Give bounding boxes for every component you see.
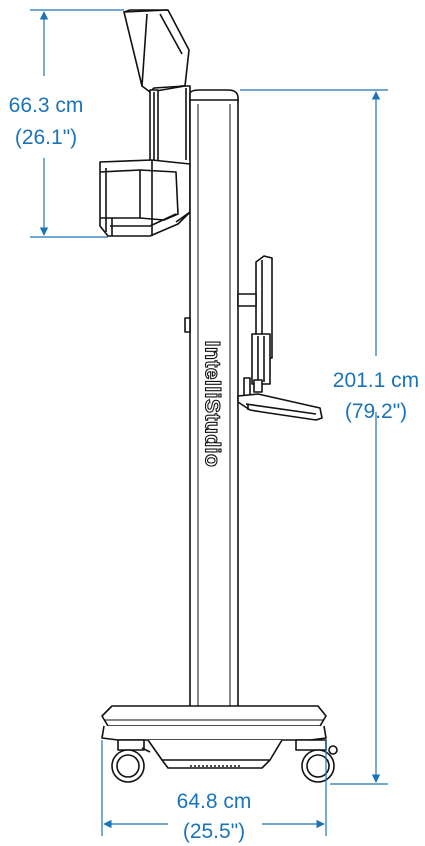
brand-label-group: IntelliStudio [200,340,224,468]
total-height-imperial: (79.2") [345,400,407,423]
base-width-metric: 64.8 cm [177,790,252,813]
total-height-metric: 201.1 cm [333,369,419,392]
dimension-top-height [30,9,124,238]
dimension-total-height [240,89,388,785]
sensor-head [99,159,191,237]
caster-left [111,739,151,783]
top-height-metric: 66.3 cm [9,94,84,117]
upper-arm [123,9,191,163]
dimension-base-width [101,740,327,836]
monitor [237,255,273,385]
brand-label: IntelliStudio [201,341,224,468]
caster-right [295,739,338,783]
top-height-imperial: (26.1") [15,126,77,149]
base-platform [101,705,327,769]
keyboard-tray [237,377,323,421]
base-width-imperial: (25.5") [183,820,245,843]
main-column [184,89,239,713]
device-drawing [99,9,338,783]
